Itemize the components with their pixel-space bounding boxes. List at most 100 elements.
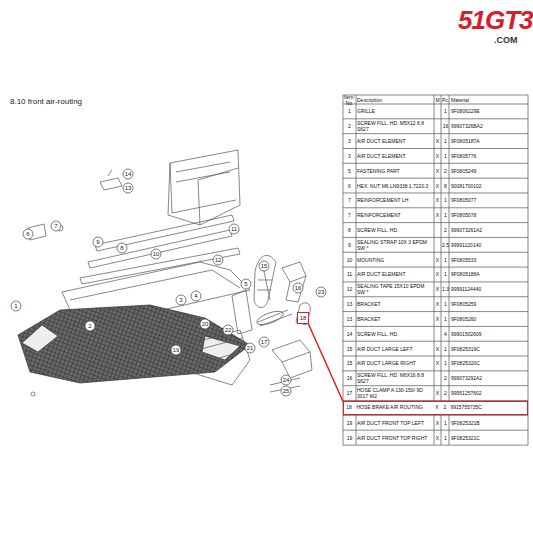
table-header: M	[434, 95, 441, 104]
table-cell: AIR DUCT LARGE LEFT	[356, 341, 434, 356]
table-header: Material	[450, 95, 528, 104]
table-cell: X	[434, 415, 441, 430]
logo-text: 51GT3	[458, 6, 533, 35]
table-cell: 99901502609	[450, 326, 528, 341]
table-cell: 9F0806229E	[450, 104, 528, 119]
table-cell: X	[434, 341, 441, 356]
callout-circle	[93, 237, 103, 247]
callout-circle	[281, 375, 291, 385]
callout-number: 25	[280, 387, 292, 395]
table-cell: AIR DUCT ELEMENT	[356, 148, 434, 163]
highlighted-row: 18HOSE BRAKE AIR ROUTINGX29915755735C	[343, 401, 528, 416]
table-cell: 999073261A2	[450, 223, 528, 238]
highlight-callout: 18	[297, 312, 309, 324]
table-cell: 15	[343, 356, 356, 371]
table-cell: X	[434, 430, 441, 445]
callout-number: 17	[258, 338, 270, 346]
table-cell: 18	[343, 400, 356, 415]
callout-number: 2	[84, 322, 96, 330]
table-cell: SEALING TAPE 15X10 EPDM SW *	[356, 282, 434, 297]
table-cell: 99991120140	[450, 237, 528, 252]
table-cell: BRACKET	[356, 297, 434, 312]
table-cell: 19	[343, 415, 356, 430]
table-cell: 2	[343, 119, 356, 134]
table-cell: 19	[343, 430, 356, 445]
table-cell: 2	[441, 163, 450, 178]
table-cell: 1	[441, 252, 450, 267]
table-cell: 1	[441, 267, 450, 282]
table-cell: 17	[343, 386, 356, 401]
callout-circle	[241, 279, 251, 289]
table-cell: SEALING STRAP 10X 3 EPDM SW *	[356, 237, 434, 252]
callout-number: 18	[300, 315, 307, 321]
table-cell: SCREW FILL. HD. M6X16 8.8 S627	[356, 371, 434, 386]
table-cell: 9	[343, 237, 356, 252]
callout-circle	[191, 291, 201, 301]
callout-circle	[151, 249, 161, 259]
callout-number: 6	[22, 230, 34, 238]
table-cell: 9F0805259	[450, 297, 528, 312]
table-cell: 9F0825319C	[450, 341, 528, 356]
table-cell: SCREW FILL. HD.	[356, 326, 434, 341]
table-cell: 1	[441, 341, 450, 356]
table-cell: AIR DUCT FRONT TOP RIGHT	[356, 430, 434, 445]
table-cell: SCREW FILL. HD.	[356, 223, 434, 238]
table-cell: MOUNTING	[356, 252, 434, 267]
table-cell: 7	[343, 208, 356, 223]
table-cell: HOSE BRAKE AIR ROUTING	[356, 400, 434, 415]
callout-number: 5	[240, 280, 252, 288]
callout-number: 23	[315, 288, 327, 296]
table-cell: 13	[343, 297, 356, 312]
callout-circle	[11, 301, 21, 311]
table-cell: 8	[343, 223, 356, 238]
table-cell: 9F0805260	[450, 312, 528, 327]
table-cell: HOSE CLAMP A 130-150/ 9D 3017 W2	[356, 386, 434, 401]
table-header: Item-No.	[343, 95, 356, 104]
callout-number: 8	[116, 244, 128, 252]
table-cell: X	[434, 400, 441, 415]
callout-number: 21	[244, 344, 256, 352]
table-cell: 7	[343, 193, 356, 208]
callout-number: 1	[10, 302, 22, 310]
table-cell: 3	[343, 148, 356, 163]
table-cell: 9F0805249	[450, 163, 528, 178]
table-cell: 1	[441, 134, 450, 149]
callout-circle	[213, 255, 223, 265]
table-cell: 13	[343, 312, 356, 327]
callout-number: 20	[199, 320, 211, 328]
callout-number: 16	[292, 284, 304, 292]
table-cell: 2	[441, 371, 450, 386]
table-cell: 2	[441, 223, 450, 238]
table-cell: 16	[441, 119, 450, 134]
table-cell: SCREW FILL. HD. M5X12 8.8 S627	[356, 119, 434, 134]
callout-circle	[245, 343, 255, 353]
table-cell: 9F0805077	[450, 193, 528, 208]
callout-number: 19	[170, 346, 182, 354]
callout-circle	[223, 325, 233, 335]
table-cell: HEX. NUT M6 LN9338 1.7220.3	[356, 178, 434, 193]
table-cell: 90081700102	[450, 178, 528, 193]
table-cell: 1	[441, 193, 450, 208]
table-cell: X	[434, 386, 441, 401]
callout-circle	[281, 386, 291, 396]
callout-circle	[200, 319, 210, 329]
table-cell: 1	[441, 415, 450, 430]
logo-suffix: .COM	[494, 36, 518, 46]
leader-line	[308, 323, 343, 402]
callout-number: 24	[280, 376, 292, 384]
table-header: Description	[356, 95, 434, 104]
table-cell: 6	[343, 178, 356, 193]
callout-number: 15	[258, 262, 270, 270]
callout-circle	[23, 229, 33, 239]
table-cell: 9F0805078	[450, 208, 528, 223]
table-cell: 8	[441, 178, 450, 193]
callout-number: 3	[175, 296, 187, 304]
table-cell: X	[434, 267, 441, 282]
table-cell: 1	[343, 104, 356, 119]
table-cell: 99991124440	[450, 282, 528, 297]
table-cell: AIR DUCT FRONT TOP LEFT	[356, 415, 434, 430]
table-cell: X	[434, 252, 441, 267]
callout-number: 7	[50, 222, 62, 230]
callout-circle	[176, 295, 186, 305]
table-cell: 9F0805188A	[450, 267, 528, 282]
